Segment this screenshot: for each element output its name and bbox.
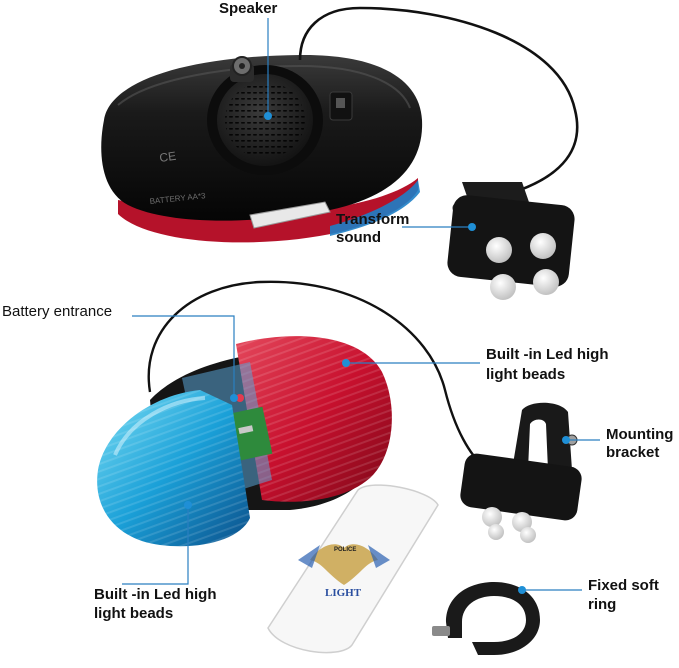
remote-button-3 [490,274,516,300]
police-badge-text: POLICE [334,547,356,553]
label-fixed-ring-line1: Fixed soft [588,577,659,594]
label-transform-sound-line1: Transform [336,211,410,228]
leader-lines [122,18,600,591]
leader-battery [132,315,235,398]
light-word: LIGHT [325,587,362,599]
speaker-box: CE BATTERY AA*3 [101,54,423,243]
label-mounting-line1: Mounting [606,426,674,443]
transform-sound-remote [447,182,575,300]
fixed-soft-ring [432,582,540,655]
leader-led-bottom [122,505,189,585]
white-strap: POLICE LIGHT [267,484,439,654]
label-mounting-line2: bracket [606,444,660,461]
label-led-bottom-line1: Built -in Led high [94,586,217,603]
remote-button-2 [530,233,556,259]
leader-dots [184,112,570,594]
label-led-top-line1: Built -in Led high [486,346,609,363]
speaker-cable [298,6,579,192]
label-speaker: Speaker [219,0,278,17]
label-led-top-line2: light beads [486,366,566,383]
remote-button-4 [533,269,559,295]
ce-mark: CE [158,149,176,165]
label-transform-sound-line2: sound [336,229,381,246]
label-fixed-ring-line2: ring [588,596,617,613]
light-cable [147,280,486,469]
remote-button-1 [486,237,512,263]
label-battery-entrance: Battery entrance [2,303,113,320]
battery-slider [249,201,331,229]
police-badge-icon [310,544,378,585]
police-light [97,336,392,547]
label-led-bottom-line2: light beads [94,605,174,622]
mounting-bracket [460,402,582,543]
